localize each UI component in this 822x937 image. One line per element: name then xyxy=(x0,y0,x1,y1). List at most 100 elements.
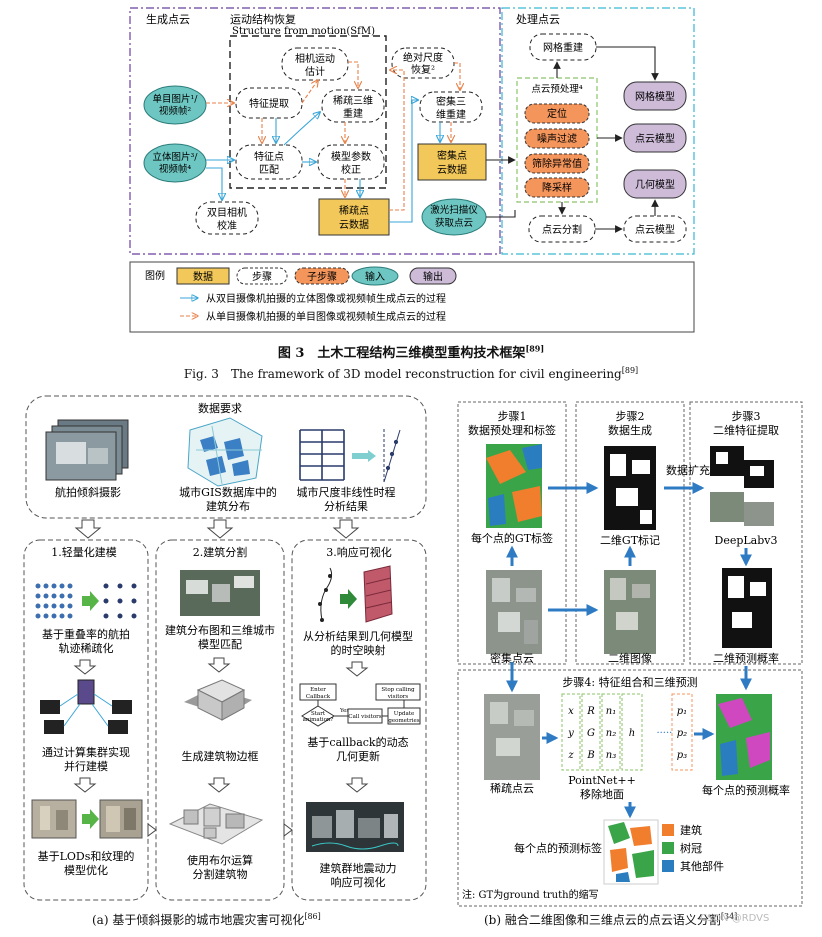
svg-text:立体图片³/: 立体图片³/ xyxy=(152,151,198,163)
process-frame xyxy=(501,7,695,255)
svg-text:几何模型: 几何模型 xyxy=(635,178,675,191)
svg-text:n₁: n₁ xyxy=(606,706,616,717)
col1-text2-a: 通过计算集群实现 xyxy=(42,745,130,759)
sparse-cloud-text: 稀疏点云 xyxy=(490,781,534,795)
remove-ground-text: 移除地面 xyxy=(580,787,624,801)
fig3-caption-en: Fig. 3 The framework of 3D model reconst… xyxy=(183,366,639,381)
svg-text:n₃: n₃ xyxy=(606,750,616,761)
preprocess-label: 点云预处理⁴ xyxy=(531,83,583,95)
dot-grid-icon xyxy=(35,583,137,619)
sfm-en-label: Structure from motion(SfM) xyxy=(232,26,375,37)
blue-arrows xyxy=(206,100,440,223)
svg-text:数据: 数据 xyxy=(193,270,213,283)
legend-tree: 树冠 xyxy=(662,841,702,855)
legend-other: 其他部件 xyxy=(662,859,724,873)
col1-to-col2-arrow xyxy=(147,823,157,837)
pc-seg-step: 点云分割 xyxy=(528,215,596,243)
s2-title-a: 步骤2 xyxy=(616,410,645,423)
gt2d-image xyxy=(604,446,656,530)
img2d-image xyxy=(604,570,656,654)
svg-text:稀疏三维: 稀疏三维 xyxy=(333,94,373,107)
mesh-recon-step: 网格重建 xyxy=(529,33,597,61)
gt-label-text: 每个点的GT标签 xyxy=(471,531,553,545)
svg-text:云数据: 云数据 xyxy=(437,163,467,176)
svg-text:n₂: n₂ xyxy=(606,728,616,739)
col1-text3-b: 模型优化 xyxy=(64,863,108,877)
svg-text:visitors: visitors xyxy=(387,694,409,700)
aerial-photo xyxy=(45,419,129,481)
col1-title: 1.轻量化建模 xyxy=(51,545,117,559)
legend-line1: 从双目摄像机拍摄的立体图像或视频帧生成点云的过程 xyxy=(206,292,446,305)
col1-text1-a: 基于重叠率的航拍 xyxy=(42,627,130,641)
panel-b: 步骤1 数据预处理和标签 步骤2 数据生成 步骤3 二维特征提取 每个点的GT标… xyxy=(457,401,803,907)
svg-text:校正: 校正 xyxy=(341,163,361,176)
svg-text:树冠: 树冠 xyxy=(680,841,702,855)
col3-text1-a: 从分析结果到几何模型 xyxy=(303,629,413,643)
augmented-images xyxy=(710,446,774,526)
col3-text3-b: 响应可视化 xyxy=(331,875,386,889)
augment-text: 数据扩充 xyxy=(666,463,710,477)
camera-est-step: 相机运动 估计 xyxy=(281,47,349,81)
svg-text:R: R xyxy=(586,706,595,717)
sparse-data-box: 稀疏点 云数据 xyxy=(318,198,390,236)
panel-a: 数据要求 航拍倾斜摄影 城市GIS数据库中的 建筑分布 城市尺度非线性时程 分析… xyxy=(23,395,427,901)
svg-text:匹配: 匹配 xyxy=(259,164,279,176)
col1-text1-b: 轨迹稀疏化 xyxy=(59,641,114,655)
deformed-shape-icon xyxy=(383,428,401,483)
prob2d-text: 二维预测概率 xyxy=(713,651,779,665)
req-title: 数据要求 xyxy=(198,401,242,415)
feature-match-step: 特征点 匹配 xyxy=(235,144,303,180)
process-label: 处理点云 xyxy=(516,13,560,26)
s1-title-a: 步骤1 xyxy=(498,410,527,423)
laser-input: 激光扫描仪 获取点云 xyxy=(421,198,487,236)
svg-text:估计: 估计 xyxy=(305,65,325,78)
feature-extract-step: 特征提取 xyxy=(235,87,303,119)
legend-data: 数据 xyxy=(176,267,230,285)
stereo-input: 立体图片³/ 视频帧⁴ xyxy=(143,143,207,183)
svg-text:······: ······ xyxy=(656,728,675,739)
col3-title: 3.响应可视化 xyxy=(326,545,392,559)
svg-text:重建: 重建 xyxy=(343,107,363,120)
svg-text:G: G xyxy=(587,728,595,739)
svg-text:点云模型: 点云模型 xyxy=(635,223,675,236)
legend-title: 图例 xyxy=(145,269,165,282)
svg-text:输入: 输入 xyxy=(365,270,385,283)
dense-recon-step: 密集三 维重建 xyxy=(419,91,483,123)
denoise-substep: 噪声过滤 xyxy=(524,128,590,149)
col1-text2-b: 并行建模 xyxy=(64,759,108,773)
gen-cloud-frame xyxy=(129,7,501,255)
building-bbox-image xyxy=(184,679,252,721)
svg-text:建筑: 建筑 xyxy=(680,823,702,837)
col2-frame xyxy=(155,539,285,901)
svg-text:噪声过滤: 噪声过滤 xyxy=(537,132,577,145)
watermark: CSDN @RDVS xyxy=(700,913,770,924)
legend-input: 输入 xyxy=(351,266,399,286)
svg-text:密集点: 密集点 xyxy=(437,149,467,162)
svg-text:z: z xyxy=(567,750,574,761)
outlier-substep: 筛除异常值 xyxy=(524,153,590,174)
col2-to-col3-arrow xyxy=(283,823,293,837)
caption-b: (b) 融合二维图像和三维点云的点云语义分割[34] xyxy=(484,912,738,927)
svg-text:点云分割: 点云分割 xyxy=(542,223,582,236)
svg-text:视频帧²: 视频帧² xyxy=(159,105,192,117)
svg-text:y: y xyxy=(567,728,574,739)
seismic-response-image xyxy=(306,802,404,852)
svg-text:降采样: 降采样 xyxy=(542,181,572,194)
photo-label: 航拍倾斜摄影 xyxy=(55,485,121,499)
mono-input: 单目图片¹/ 视频帧² xyxy=(143,85,207,125)
downsample-substep: 降采样 xyxy=(524,177,590,198)
legend-output: 输出 xyxy=(409,267,457,285)
col2-text3-b: 分割建筑物 xyxy=(193,867,248,881)
svg-text:视频帧⁴: 视频帧⁴ xyxy=(159,163,192,175)
sparse-cloud-image xyxy=(484,694,540,780)
sparse-recon-step: 稀疏三维 重建 xyxy=(321,89,385,123)
svg-text:校准: 校准 xyxy=(217,219,237,232)
svg-text:密集三: 密集三 xyxy=(436,95,466,108)
col1-frame xyxy=(23,539,149,901)
svg-text:云数据: 云数据 xyxy=(339,218,369,231)
legend-step: 步骤 xyxy=(236,267,288,285)
deeplab-text: DeepLabv3 xyxy=(715,534,778,547)
svg-text:维重建: 维重建 xyxy=(436,108,466,121)
svg-text:animation?: animation? xyxy=(303,717,334,723)
note-text: 注: GT为ground truth的缩写 xyxy=(462,888,599,901)
